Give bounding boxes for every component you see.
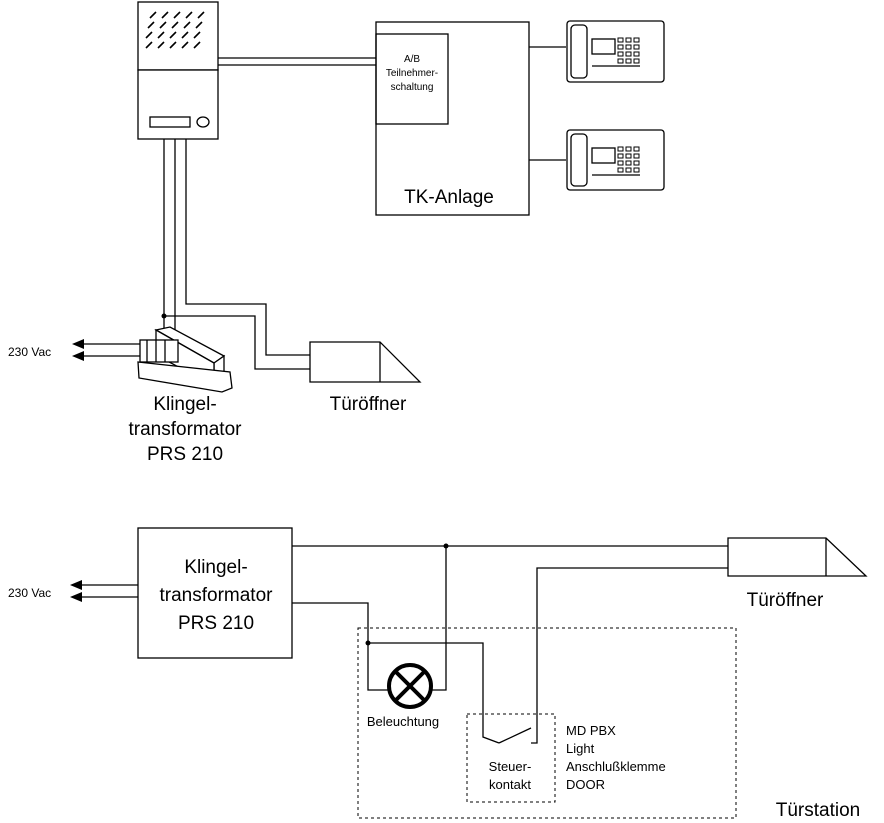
terminal-label-line2: Light xyxy=(566,741,595,756)
contact-label-line2: kontakt xyxy=(489,777,531,792)
door-station-label: Türstation xyxy=(776,800,860,821)
telephone-icon xyxy=(566,129,665,191)
junction-dot xyxy=(365,640,371,646)
ab-label-line1: A/B xyxy=(404,54,420,65)
transformer-label-bottom-line1: Klingel- xyxy=(184,557,247,578)
door-intercom-unit xyxy=(137,1,219,140)
bell-button xyxy=(196,116,210,128)
ab-interface-box xyxy=(375,33,449,125)
contact-label-line1: Steuer- xyxy=(489,759,532,774)
supply-label-bottom: 230 Vac xyxy=(8,586,51,600)
transformer-label-top-line1: Klingel- xyxy=(153,394,216,415)
telephone-icon xyxy=(566,20,665,83)
transformer-device-icon xyxy=(137,326,233,393)
terminal-label-line1: MD PBX xyxy=(566,723,616,738)
control-contact-boundary xyxy=(466,713,556,803)
lamp-label: Beleuchtung xyxy=(367,714,439,729)
ab-label-line3: schaltung xyxy=(391,82,434,93)
arrow-left-icon xyxy=(70,592,82,602)
transformer-label-bottom-line2: transformator xyxy=(160,585,274,606)
transformer-box xyxy=(137,527,293,659)
transformer-label-bottom-line3: PRS 210 xyxy=(178,613,254,634)
tk-anlage-label: TK-Anlage xyxy=(404,187,494,208)
terminal-label-line4: DOOR xyxy=(566,777,605,792)
door-opener-icon xyxy=(309,341,422,383)
ab-label-line2: Teilnehmer- xyxy=(386,68,438,79)
terminal-label-line3: Anschlußklemme xyxy=(566,759,666,774)
lamp-icon xyxy=(387,663,433,709)
arrow-left-icon xyxy=(72,339,84,349)
supply-label-top: 230 Vac xyxy=(8,345,51,359)
junction-dot xyxy=(161,313,167,319)
transformer-label-top-line2: transformator xyxy=(129,419,243,440)
door-opener-icon xyxy=(727,537,868,577)
door-opener-label-bottom: Türöffner xyxy=(747,590,824,611)
speaker-grille-icon xyxy=(145,11,205,49)
arrow-left-icon xyxy=(70,580,82,590)
door-opener-label-top: Türöffner xyxy=(330,394,407,415)
arrow-left-icon xyxy=(72,351,84,361)
door-station-boundary xyxy=(357,627,737,819)
transformer-label-top-line3: PRS 210 xyxy=(147,444,223,465)
name-plate xyxy=(149,116,191,128)
junction-dot xyxy=(443,543,449,549)
